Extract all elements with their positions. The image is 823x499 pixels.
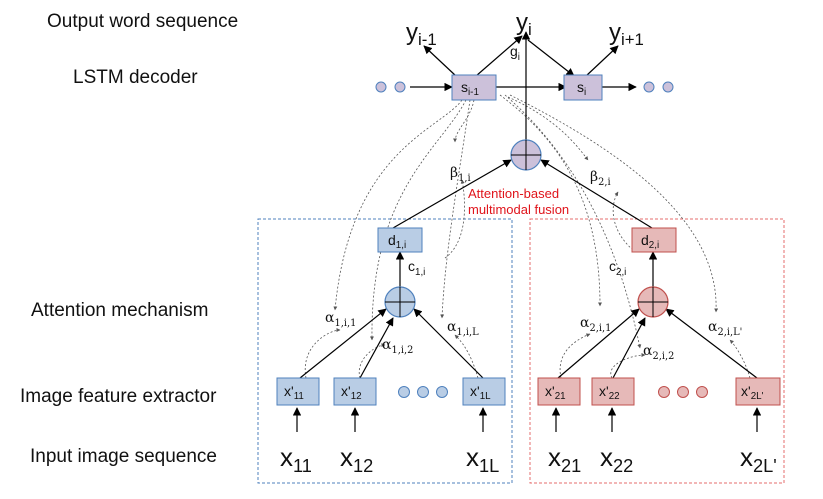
- context-label-c2: c2,i: [609, 258, 626, 278]
- feature-x2Lprime: x'2L': [735, 377, 781, 406]
- input-x22: x22: [600, 442, 633, 476]
- decoder-state-prev: si-1: [451, 74, 497, 101]
- svg-text:x'21: x'21: [545, 383, 566, 402]
- svg-text:yi: yi: [516, 9, 532, 39]
- alpha-1-i-1: α1,i,1: [325, 310, 356, 329]
- input-x2Lprime: x2L': [740, 442, 777, 476]
- svg-text:yi-1: yi-1: [406, 19, 437, 49]
- decoder-ellipsis-left: [375, 81, 406, 93]
- svg-text:si-1: si-1: [461, 79, 479, 98]
- context-box-d2: d2,i: [631, 227, 677, 253]
- solid-connections: [292, 31, 762, 432]
- decoder-ellipsis-right: [643, 81, 674, 93]
- alpha-1-i-L: α1,i,L: [447, 319, 479, 338]
- row-label-decoder: LSTM decoder: [73, 67, 198, 88]
- modality1-frame: [257, 218, 513, 484]
- svg-text:yi+1: yi+1: [609, 19, 644, 49]
- feature-x21: x'21: [537, 377, 581, 406]
- output-y-prev: yi-1: [406, 19, 437, 49]
- decoder-state-current: si: [563, 74, 603, 101]
- row-label-extractor: Image feature extractor: [20, 386, 217, 407]
- svg-text:x'2L': x'2L': [741, 383, 764, 402]
- svg-text:x'11: x'11: [284, 383, 304, 402]
- feature-x1L: x'1L: [462, 377, 506, 406]
- context-label-c1: c1,i: [408, 258, 425, 278]
- modality2-frame: [529, 218, 785, 484]
- fusion-sum-node: [510, 139, 542, 171]
- feature-x22: x'22: [591, 377, 635, 406]
- attention-feedback-curves: [304, 94, 751, 379]
- feature-x11: x'11: [276, 377, 320, 406]
- feature-ellipsis-1: [398, 386, 448, 398]
- svg-text:x'12: x'12: [341, 383, 362, 402]
- input-x12: x12: [340, 442, 373, 476]
- beta-2-label: β2,i: [590, 169, 611, 188]
- attention-sum-node-1: [384, 286, 416, 318]
- alpha-1-i-2: α1,i,2: [382, 337, 413, 356]
- beta-1-label: β1,i: [450, 165, 471, 184]
- alpha-2-i-1: α2,i,1: [580, 315, 611, 334]
- svg-text:d2,i: d2,i: [641, 232, 659, 251]
- row-label-output: Output word sequence: [47, 11, 238, 32]
- input-x11: x11: [280, 442, 312, 476]
- feature-ellipsis-2: [658, 386, 708, 398]
- fusion-caption-line1: Attention-based: [468, 186, 559, 201]
- gate-label: gi: [510, 43, 520, 63]
- fusion-caption-line2: multimodal fusion: [468, 202, 569, 217]
- svg-text:x'1L: x'1L: [470, 383, 491, 402]
- row-label-input: Input image sequence: [30, 446, 217, 467]
- attention-sum-node-2: [637, 286, 669, 318]
- svg-text:x'22: x'22: [599, 383, 620, 402]
- feature-x12: x'12: [333, 377, 377, 406]
- context-box-d1: d1,i: [377, 227, 423, 253]
- svg-text:d1,i: d1,i: [388, 232, 406, 251]
- output-y-next: yi+1: [609, 19, 644, 49]
- svg-text:si: si: [577, 79, 586, 98]
- input-x1L: x1L: [466, 442, 499, 476]
- input-x21: x21: [548, 442, 581, 476]
- row-label-attention: Attention mechanism: [31, 300, 208, 321]
- alpha-2-i-2: α2,i,2: [643, 343, 674, 362]
- alpha-2-i-Lprime: α2,i,L': [708, 319, 742, 338]
- output-y-current: yi: [516, 9, 532, 39]
